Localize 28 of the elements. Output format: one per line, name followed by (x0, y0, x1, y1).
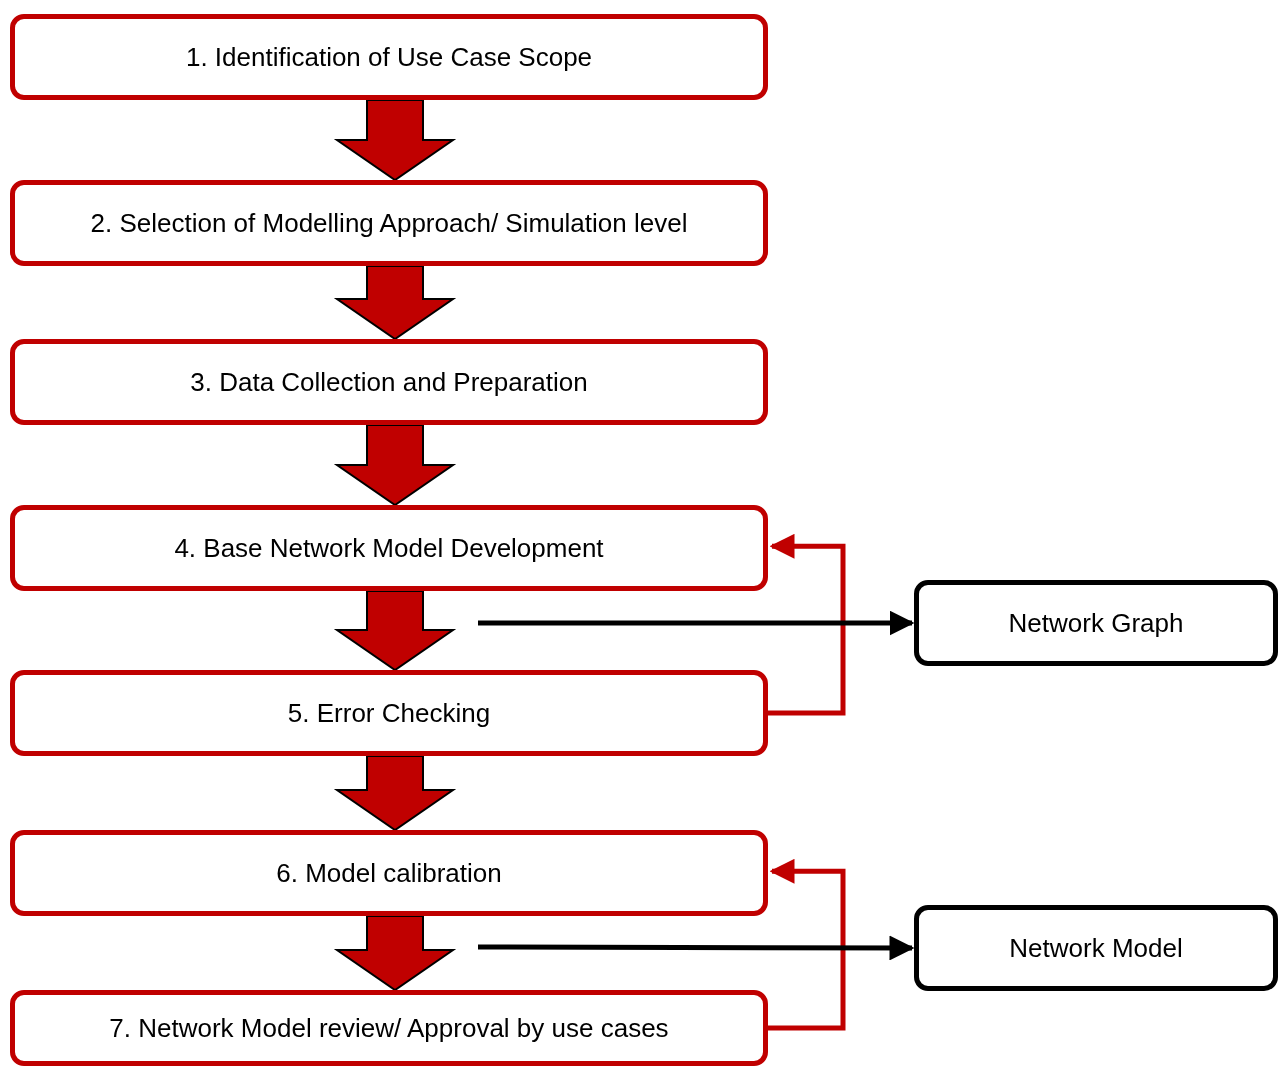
step-label: Network Graph (1008, 606, 1184, 640)
process-box (10, 505, 768, 591)
step-label: 4. Base Network Model Development (174, 531, 604, 565)
step-label: Network Model (1009, 931, 1183, 965)
step-label: 5. Error Checking (287, 696, 491, 730)
process-box (10, 14, 768, 100)
process-box (10, 180, 768, 266)
arrow (478, 610, 915, 636)
step-label: 7. Network Model review/ Approval by use cases (109, 1011, 669, 1045)
block-arrow (333, 755, 457, 832)
process-box (914, 580, 1278, 666)
block-arrow (333, 99, 457, 182)
process-box (10, 339, 768, 425)
step-label: 1. Identification of Use Case Scope (185, 40, 593, 74)
block-arrow (333, 590, 457, 672)
step-label: 2. Selection of Modelling Approach/ Simulation level (90, 206, 688, 240)
process-box (10, 990, 768, 1066)
process-box (10, 830, 768, 916)
step-label: 6. Model calibration (276, 856, 502, 890)
block-arrow (333, 915, 457, 992)
arrow (768, 533, 846, 716)
step-label: 3. Data Collection and Preparation (190, 365, 588, 399)
block-arrow (333, 424, 457, 507)
arrow (768, 858, 846, 1031)
block-arrow (333, 265, 457, 341)
process-box (10, 670, 768, 756)
process-box (914, 905, 1278, 991)
arrow (478, 935, 915, 961)
